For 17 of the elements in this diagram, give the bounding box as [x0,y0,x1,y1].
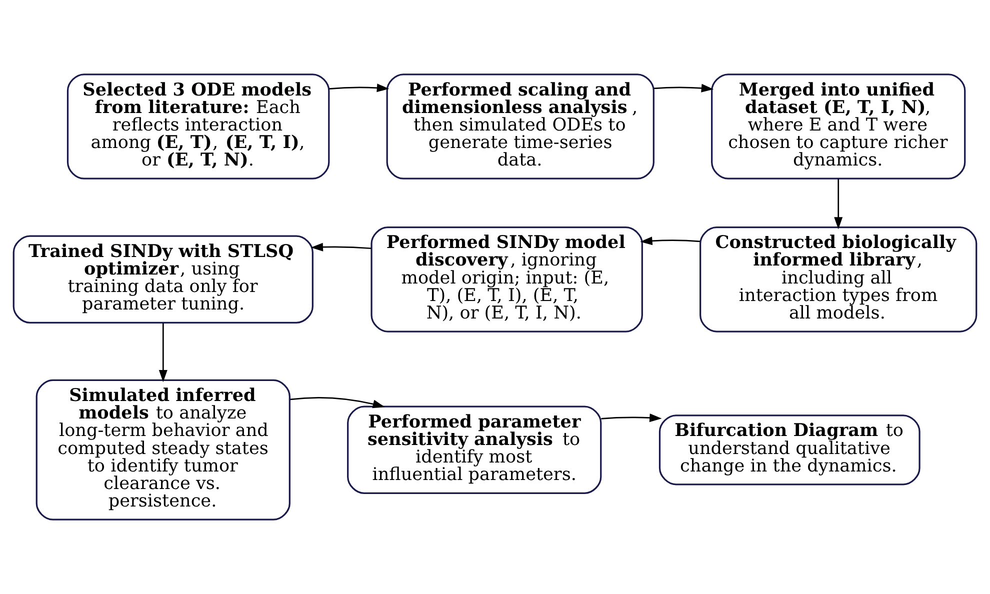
arrow [158,323,168,382]
arrow [329,84,390,92]
node-box: Bifurcation Diagram to understand qualitative change in the dynamics. [658,414,920,486]
arrow [654,84,714,92]
node-box: Performed scaling and dimensionless analysis, then simulated ODEs to generate time-series data. [386,74,654,180]
node-box: Performed SINDy model discovery, ignoring model origin; input: (E, T), (E, T, I), (E, T, N), or (E, T, I, N). [370,226,643,332]
node-box: Trained SINDy with STLSQ optimizer, using training data only for parameter tuning. [12,235,314,324]
arrow [290,396,385,408]
node-box: Constructed biologically informed library, including all interaction types from all models. [700,226,978,332]
node-box: Selected 3 ODE models from literature: Each reflects interaction among (E, T), (E, T, I), or (E, T, N). [66,74,330,180]
node-box: Simulated inferred models to analyze long-term behavior and computed steady states to identify tumor clearance vs. persistence. [36,379,290,520]
node-box: Merged into unified dataset (E, T, I, N), where E and T were chosen to capture richer dynamics. [711,74,966,180]
node-box: Performed parameter sensitivity analysis to identify most influential parameters. [347,406,602,494]
arrow [601,414,662,422]
arrow [834,178,843,230]
arrow [310,242,372,252]
arrow [640,236,700,246]
